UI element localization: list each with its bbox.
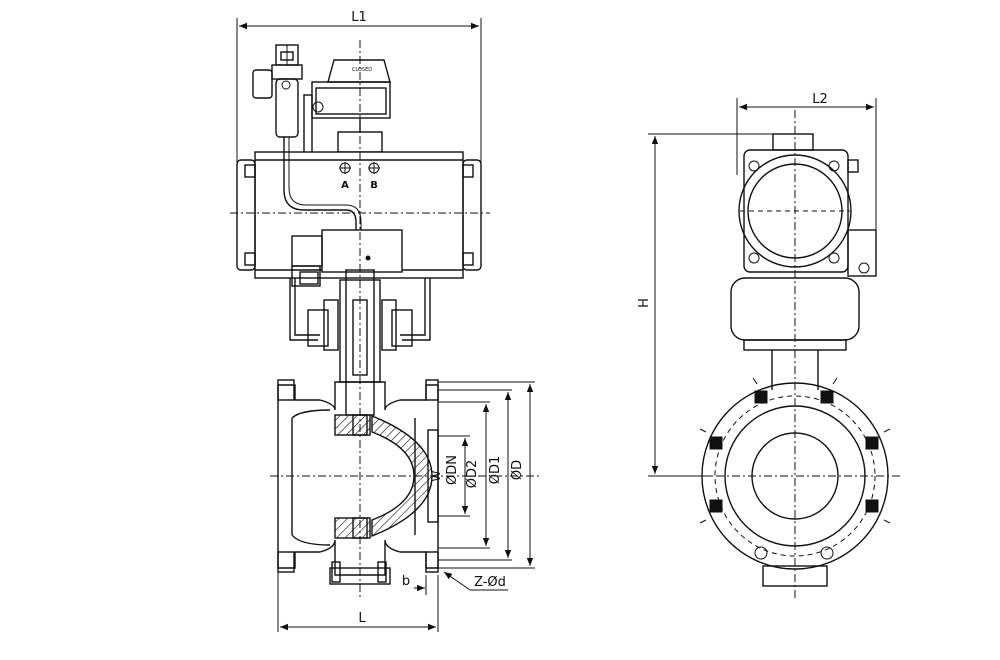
- front-view: L1 CLOSED: [230, 10, 540, 632]
- filter-regulator: [252, 44, 303, 138]
- label-h: H: [637, 298, 652, 308]
- solenoid-valve: [291, 229, 403, 287]
- dimension-h: H: [637, 133, 786, 477]
- label-d: ØD: [510, 460, 525, 480]
- label-l1: L1: [351, 10, 367, 25]
- bolt-dimensions: b Z-Ød: [402, 571, 508, 610]
- side-bracket: [730, 277, 860, 390]
- port-a-label: A: [341, 180, 349, 191]
- dimension-l1: L1: [236, 10, 482, 165]
- flange-dimensions: W ØDN ØD2 ØD1 ØD: [430, 381, 535, 569]
- valve-stem: [345, 40, 375, 600]
- label-l2: L2: [812, 92, 828, 107]
- side-view: L2 H: [637, 92, 900, 600]
- label-l: L: [358, 611, 366, 626]
- flange-end-view: [699, 377, 900, 587]
- air-tube: [283, 137, 357, 230]
- label-w: W: [430, 470, 443, 481]
- limit-switch-box: CLOSED: [303, 59, 391, 156]
- dimension-l2: L2: [736, 92, 877, 232]
- actuator-end-view: [738, 110, 877, 600]
- label-b: b: [402, 574, 410, 589]
- label-d1: ØD1: [488, 456, 503, 485]
- ball-segment: [270, 414, 540, 539]
- valve-body: [277, 379, 439, 585]
- label-dn: ØDN: [445, 455, 460, 485]
- label-z-d: Z-Ød: [474, 575, 506, 590]
- port-b-label: B: [370, 180, 378, 191]
- indicator-text: CLOSED: [352, 67, 372, 73]
- dimension-l: L: [277, 572, 439, 632]
- label-d2: ØD2: [465, 460, 480, 489]
